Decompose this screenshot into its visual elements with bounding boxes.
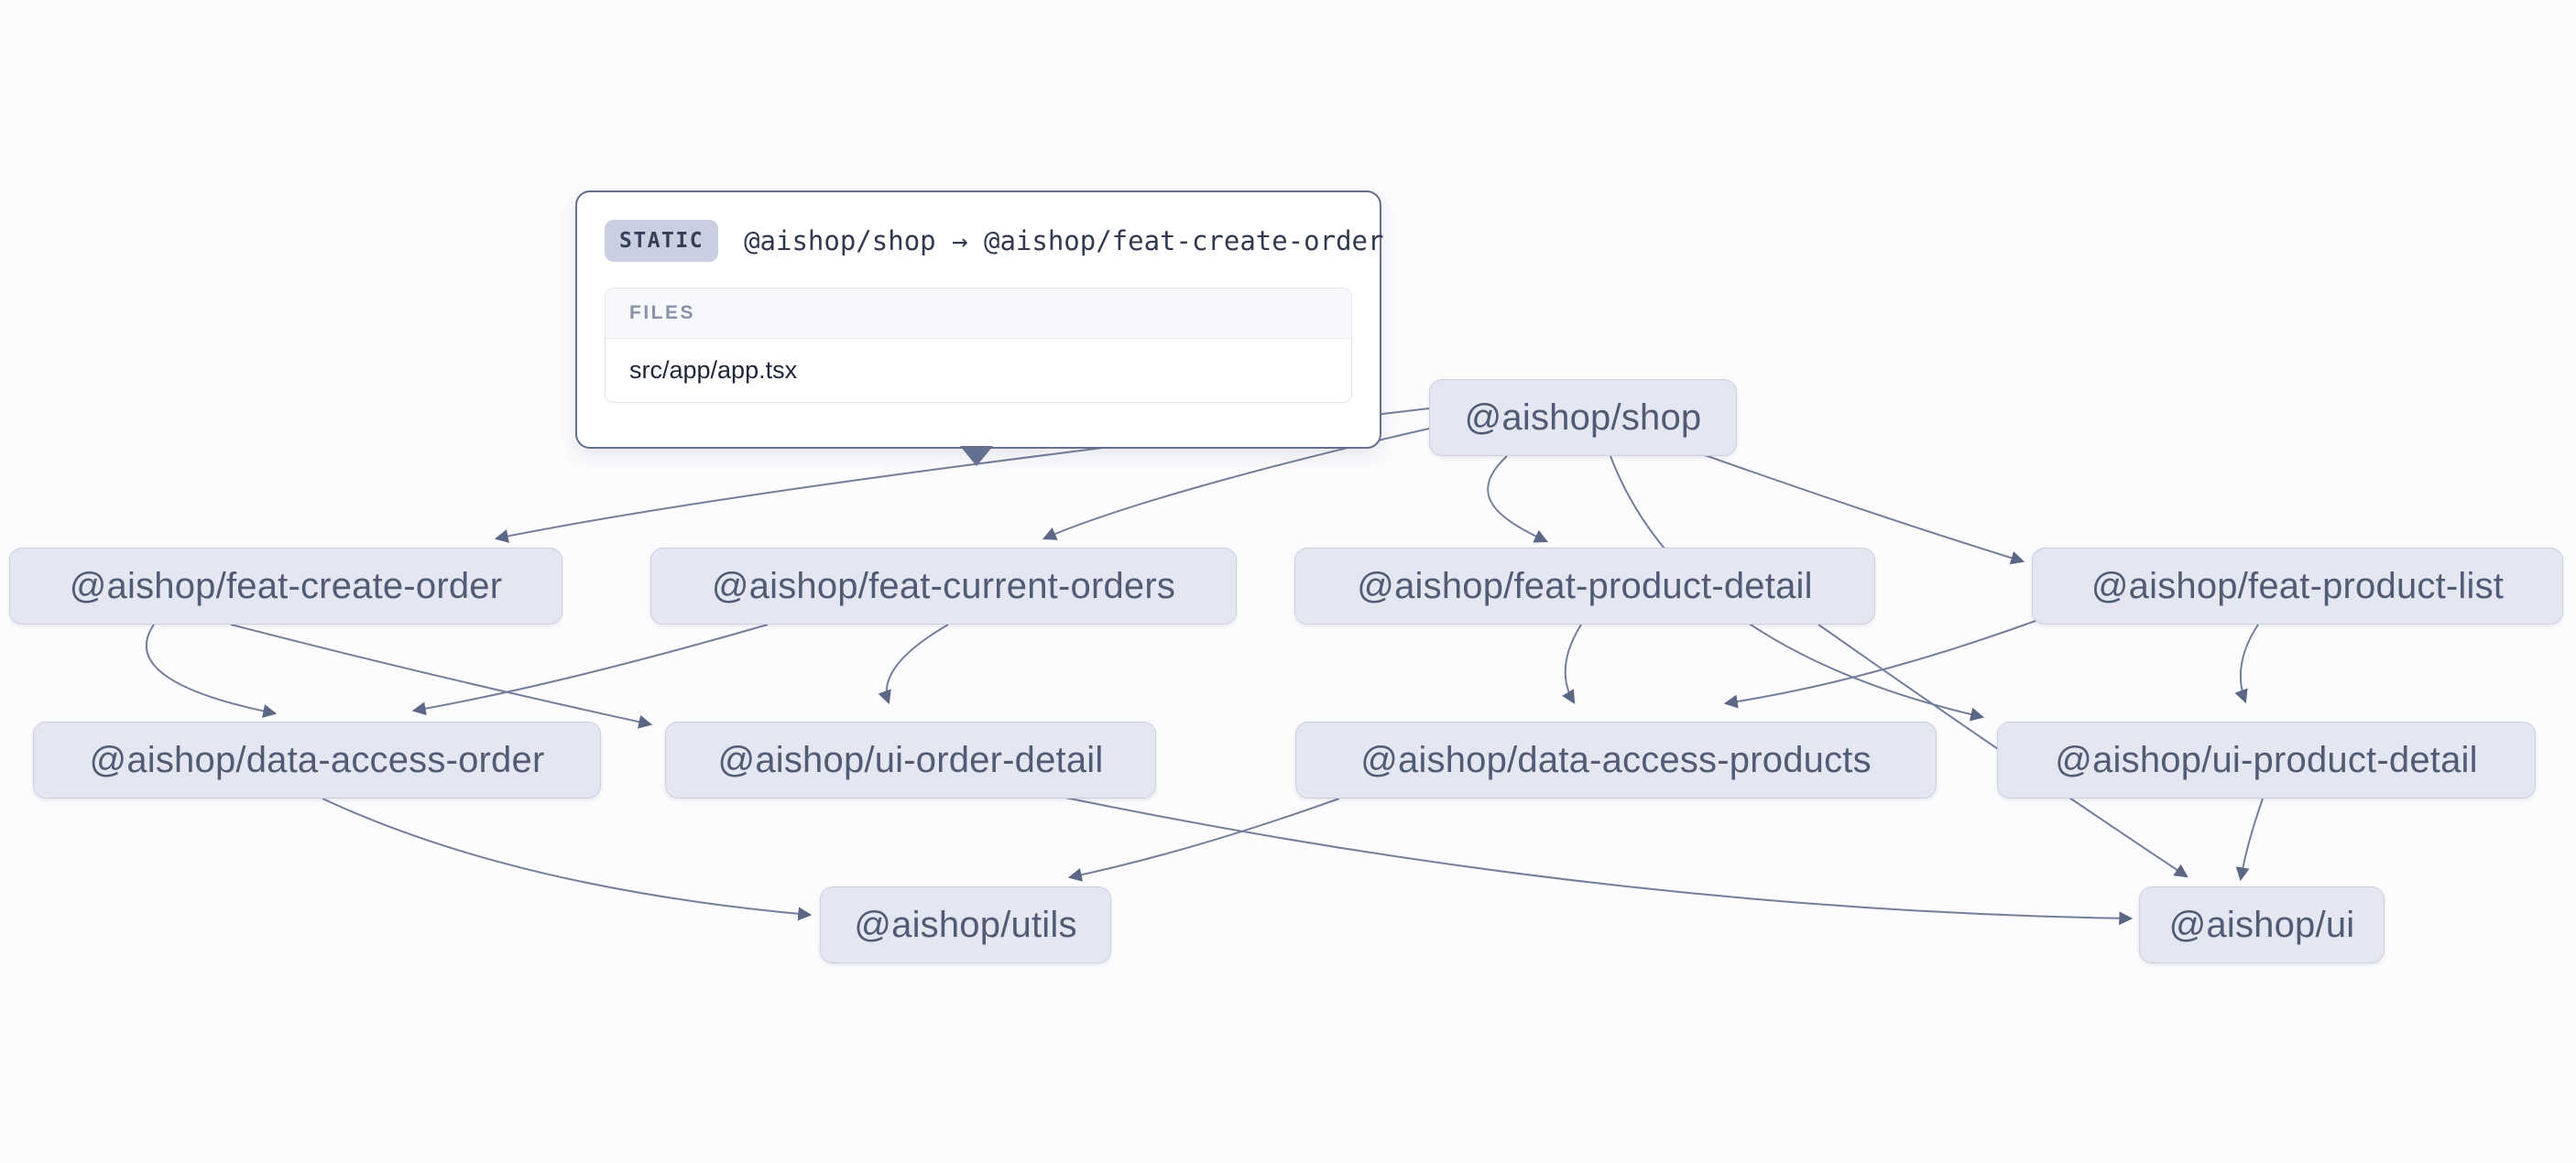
graph-node-data-access-products[interactable]: @aishop/data-access-products (1295, 722, 1937, 799)
dependency-edge-ui-product-detail-to-ui[interactable] (2235, 798, 2264, 882)
graph-node-feat-create-order[interactable]: @aishop/feat-create-order (9, 548, 562, 625)
edge-label: @aishop/shop → @aishop/feat-create-order (744, 225, 1384, 256)
graph-node-ui-product-detail[interactable]: @aishop/ui-product-detail (1997, 722, 2536, 799)
dependency-edge-feat-create-order-to-data-access-order[interactable] (145, 624, 278, 718)
dependency-edge-data-access-products-to-utils[interactable] (1067, 798, 1340, 882)
tooltip-caret-icon (960, 446, 993, 466)
graph-node-feat-product-detail[interactable]: @aishop/feat-product-detail (1294, 548, 1875, 625)
dependency-edge-feat-current-orders-to-ui-order-detail[interactable] (878, 624, 949, 705)
graph-node-data-access-order[interactable]: @aishop/data-access-order (33, 722, 601, 799)
dependency-edge-shop-to-feat-product-detail[interactable] (1487, 455, 1549, 543)
graph-node-utils[interactable]: @aishop/utils (820, 886, 1111, 963)
file-row: src/app/app.tsx (606, 339, 1351, 402)
dependency-edge-feat-product-list-to-ui-product-detail[interactable] (2234, 624, 2259, 704)
graph-node-ui[interactable]: @aishop/ui (2139, 886, 2385, 963)
edge-type-badge: STATIC (605, 220, 719, 262)
dependency-edge-feat-product-detail-to-data-access-products[interactable] (1562, 624, 1582, 704)
dependency-edge-data-access-order-to-utils[interactable] (322, 798, 813, 921)
dependency-edge-feat-create-order-to-ui-order-detail[interactable] (230, 624, 653, 729)
edge-tooltip: STATIC @aishop/shop → @aishop/feat-creat… (575, 190, 1383, 449)
graph-node-shop[interactable]: @aishop/shop (1429, 379, 1737, 456)
dependency-edge-feat-product-list-to-data-access-products[interactable] (1723, 620, 2036, 709)
graph-node-feat-product-list[interactable]: @aishop/feat-product-list (2032, 548, 2563, 625)
dependency-edge-shop-to-feat-product-list[interactable] (1701, 453, 2025, 565)
files-box: FILES src/app/app.tsx (605, 288, 1352, 403)
graph-node-feat-current-orders[interactable]: @aishop/feat-current-orders (650, 548, 1237, 625)
tooltip-title-row: STATIC @aishop/shop → @aishop/feat-creat… (605, 220, 1383, 262)
files-header: FILES (606, 288, 1351, 339)
dependency-edge-feat-current-orders-to-data-access-order[interactable] (411, 624, 769, 716)
dependency-edge-ui-order-detail-to-ui[interactable] (1060, 796, 2134, 926)
graph-node-ui-order-detail[interactable]: @aishop/ui-order-detail (665, 722, 1156, 799)
files-list: src/app/app.tsx (606, 339, 1351, 402)
